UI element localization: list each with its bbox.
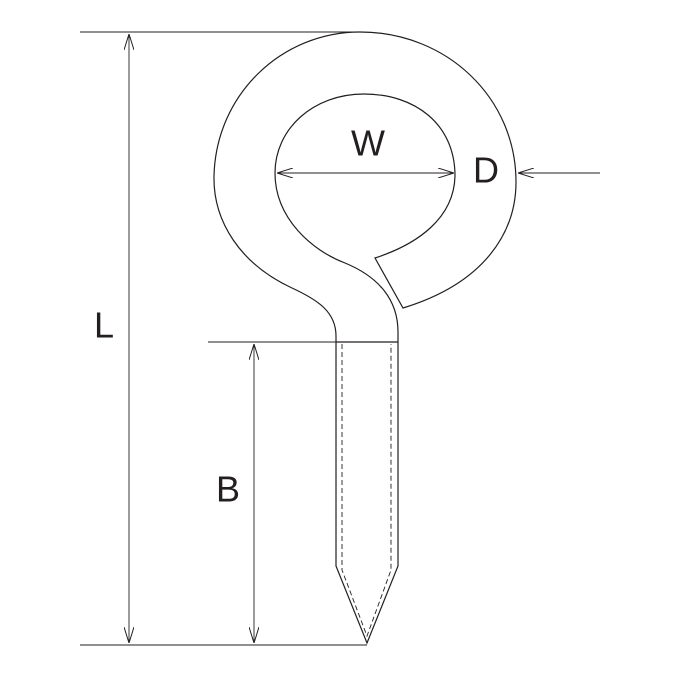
shank-outline — [335, 342, 399, 645]
d-label: D — [473, 150, 499, 191]
b-label: B — [216, 469, 240, 510]
l-label: L — [94, 305, 114, 346]
w-label: W — [351, 123, 385, 164]
eye-screw-outline — [213, 31, 517, 342]
thread-root-hidden-line — [341, 344, 392, 638]
